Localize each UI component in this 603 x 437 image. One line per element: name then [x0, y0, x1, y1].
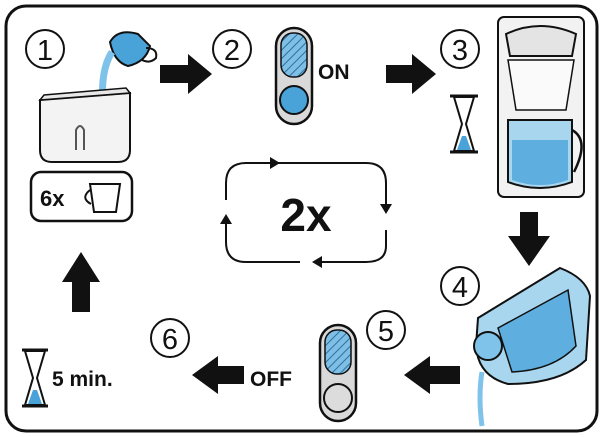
cups-label: 6x: [40, 186, 65, 211]
step-5-number: 5: [378, 316, 394, 348]
step-1-number: 1: [37, 35, 53, 67]
step-1: 1 6x: [25, 29, 158, 223]
step-4-number: 4: [452, 272, 468, 304]
cycle-arrows-icon: [220, 157, 392, 268]
switch-off-icon: [318, 323, 358, 423]
switch-on-icon: [274, 26, 314, 126]
cup-icon: [84, 183, 122, 213]
coffee-maker-icon: [497, 16, 585, 198]
step-5-badge: [366, 310, 406, 350]
step-6-badge: [150, 318, 190, 358]
arrow-icon-5-6: [192, 356, 244, 394]
arrow-icon-6-1: [62, 252, 100, 312]
step-1-badge: [25, 29, 65, 69]
arrow-icon-4-5: [404, 356, 460, 394]
carafe-icon: [473, 266, 592, 427]
on-label: ON: [318, 61, 350, 84]
step-3-number: 3: [452, 35, 468, 67]
water-tank-icon: [38, 87, 132, 163]
step-2-number: 2: [224, 35, 240, 67]
step-5: 5 OFF: [250, 310, 406, 423]
off-label: OFF: [250, 368, 292, 391]
step-6: 6 5 min.: [22, 318, 190, 408]
step-3-badge: [440, 29, 480, 69]
step-6-number: 6: [162, 324, 178, 356]
step-2: 2 ON: [212, 26, 350, 126]
step-4: 4: [440, 266, 592, 427]
hourglass-icon: [450, 94, 478, 154]
step-3: 3: [440, 16, 585, 198]
arrow-icon-2-3: [386, 54, 436, 94]
arrow-icon-3-4: [508, 212, 550, 266]
wait-label: 5 min.: [52, 368, 113, 391]
outer-frame: [4, 4, 599, 433]
hourglass-icon: [22, 348, 48, 408]
step-4-badge: [440, 266, 480, 306]
repeat-label: 2x: [280, 189, 332, 241]
arrow-icon-1-2: [160, 54, 212, 94]
step-2-badge: [212, 29, 252, 69]
